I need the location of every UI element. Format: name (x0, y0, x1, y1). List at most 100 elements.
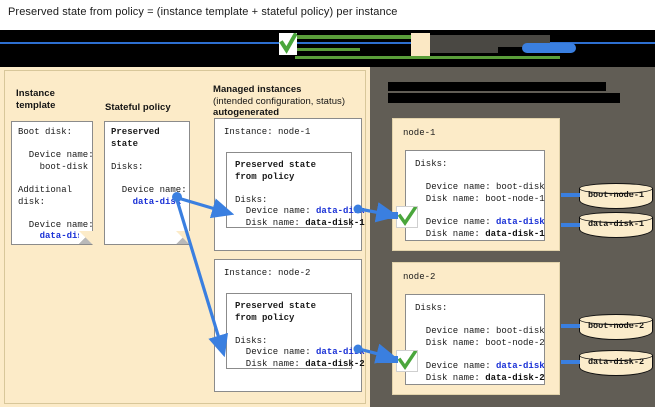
line-device-name-2: Device name: (18, 219, 94, 230)
line-blank (18, 139, 23, 149)
header-gray-block-b (430, 47, 498, 53)
ps-title-1: Preserved state (235, 301, 317, 311)
heading-line-2: template (16, 99, 56, 111)
stateful-policy-text: Preserved state Disks: Device name: data… (111, 127, 187, 208)
line-data-disk-value: data-disk (18, 231, 89, 242)
ps-title-2: from policy (235, 171, 295, 182)
preserved-state-node-1-text: Preserved state from policy Disks: Devic… (235, 160, 365, 230)
line-device-name: Device name: (111, 184, 187, 195)
ps-disks: Disks: (235, 194, 268, 205)
node-2-title: node-2 (403, 272, 436, 282)
instance-template-card: Boot disk: Device name: boot-disk Additi… (11, 121, 94, 245)
right-panel-heading-redaction-2 (388, 93, 620, 103)
stateful-policy-card: Preserved state Disks: Device name: data… (104, 121, 190, 245)
header-green-bar-bottom (295, 56, 560, 59)
disk-cylinder-data-disk-1: data-disk-1 (579, 212, 653, 238)
cylinder-top (579, 350, 653, 361)
line-disks: Disks: (111, 161, 144, 172)
cylinder-label: data-disk-2 (587, 357, 645, 367)
line-boot-disk-value: boot-disk (18, 161, 89, 172)
line-disk: disk: (18, 196, 46, 207)
node-1-title: node-1 (403, 128, 436, 138)
line-additional: Additional (18, 184, 73, 195)
redacted-header-band (0, 30, 655, 67)
preserved-state-box-node-1: Preserved state from policy Disks: Devic… (226, 152, 365, 228)
heading-line-1: Managed instances (213, 84, 302, 95)
node-2-disks-box: Disks: Device name: boot-disk Disk name:… (405, 294, 545, 385)
ps-diskname: Disk name: data-disk-1 (235, 217, 365, 228)
heading-line-2: (intended configuration, status) (213, 95, 346, 107)
cylinder-label: data-disk-1 (587, 219, 645, 229)
header-blue-blob (522, 43, 576, 53)
header-gray-block-a (430, 35, 550, 47)
nd-boot-diskname: Disk name: boot-node-1 (415, 193, 545, 204)
managed-instance-node-1: Instance: node-1 Preserved state from po… (214, 118, 365, 251)
nd-boot-diskname: Disk name: boot-node-2 (415, 337, 545, 348)
line-blank-2 (18, 173, 23, 183)
heading-line-3: autogenerated (213, 107, 280, 118)
header-cream-swatch (411, 33, 430, 56)
status-check-node-1 (396, 206, 418, 228)
cylinder-top (579, 314, 653, 325)
cylinder-label: boot-node-1 (587, 190, 645, 200)
header-blue-rule (0, 42, 655, 44)
heading-line-1: Instance (16, 88, 55, 99)
header-green-check-icon (279, 33, 297, 55)
page-fold-corner (79, 231, 93, 245)
cylinder-label: boot-node-2 (587, 321, 645, 331)
nd-data-device: Device name: data-disk (415, 360, 545, 371)
instance-template-text: Boot disk: Device name: boot-disk Additi… (18, 127, 94, 243)
disk-cylinder-boot-node-1: boot-node-1 (579, 183, 653, 209)
line-blank (111, 150, 116, 160)
connector-boot-node-2 (561, 324, 580, 328)
nd-data-diskname: Disk name: data-disk-1 (415, 228, 545, 239)
connector-data-disk-2 (561, 360, 580, 364)
node-2-disks-text: Disks: Device name: boot-disk Disk name:… (415, 303, 545, 384)
heading-line-1: Stateful policy (105, 102, 171, 113)
right-panel-heading-redaction-1 (388, 82, 606, 91)
ps-disks: Disks: (235, 335, 268, 346)
ps-diskname: Disk name: data-disk-2 (235, 358, 365, 369)
node-card-node-1: node-1 Disks: Device name: boot-disk Dis… (392, 118, 560, 251)
nd-blank (415, 315, 420, 325)
nd-boot-device: Device name: boot-disk (415, 326, 545, 337)
managed-instance-node-2: Instance: node-2 Preserved state from po… (214, 259, 365, 392)
node-card-node-2: node-2 Disks: Device name: boot-disk Dis… (392, 262, 560, 395)
connector-to-check-node-1 (378, 212, 398, 219)
connector-data-disk-1 (561, 223, 580, 227)
disk-cylinder-boot-node-2: boot-node-2 (579, 314, 653, 340)
connector-boot-node-1 (561, 193, 580, 197)
ps-title-2: from policy (235, 312, 295, 323)
line-state: state (111, 138, 139, 149)
preserved-state-node-2-text: Preserved state from policy Disks: Devic… (235, 301, 365, 371)
page-title: Preserved state from policy = (instance … (8, 6, 398, 18)
ps-title-1: Preserved state (235, 160, 317, 170)
node-1-disks-box: Disks: Device name: boot-disk Disk name:… (405, 150, 545, 241)
ps-device: Device name: data-disk (235, 347, 365, 358)
line-device-name: Device name: (18, 150, 94, 161)
column-heading-instance-template: Instance template (16, 88, 55, 111)
column-heading-managed-instances: Managed instances (intended configuratio… (213, 84, 345, 119)
nd-disks: Disks: (415, 159, 448, 169)
instance-node-2-header: Instance: node-2 (224, 268, 311, 278)
nd-data-diskname: Disk name: data-disk-2 (415, 372, 545, 383)
column-heading-stateful-policy: Stateful policy (105, 102, 171, 114)
disk-cylinder-data-disk-2: data-disk-2 (579, 350, 653, 376)
line-blank-2 (111, 173, 116, 183)
ps-blank (235, 324, 240, 334)
nd-data-device: Device name: data-disk (415, 216, 545, 227)
preserved-state-box-node-2: Preserved state from policy Disks: Devic… (226, 293, 365, 369)
line-blank-3 (18, 208, 23, 218)
line-data-disk-value: data-disk (111, 196, 182, 207)
header-green-bar-top (295, 35, 415, 39)
cylinder-top (579, 183, 653, 194)
status-check-node-2 (396, 350, 418, 372)
header-green-bar-mid (295, 48, 360, 51)
cylinder-top (579, 212, 653, 223)
line-boot-disk: Boot disk: (18, 127, 73, 137)
instance-node-1-header: Instance: node-1 (224, 127, 311, 137)
nd-blank (415, 171, 420, 181)
ps-blank (235, 183, 240, 193)
page-fold-corner (176, 231, 190, 245)
